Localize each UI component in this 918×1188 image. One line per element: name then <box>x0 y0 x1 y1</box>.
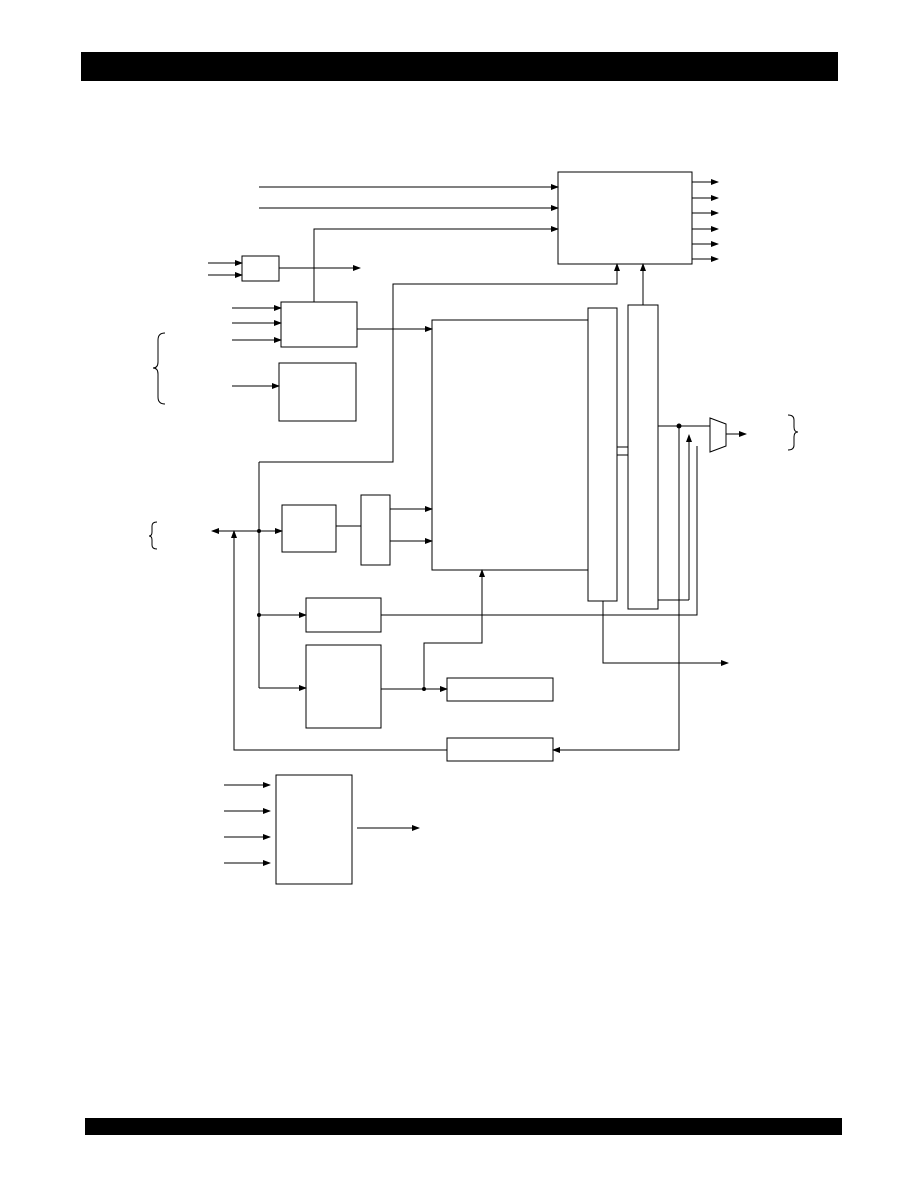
output-register-block <box>627 304 659 610</box>
input-buffer-block <box>305 597 382 633</box>
left-brace-upper <box>152 332 166 405</box>
address-decoder-block <box>360 494 391 566</box>
memory-array-block <box>431 319 589 571</box>
output-control-block <box>557 171 693 265</box>
burst-counter-block <box>305 644 382 729</box>
data-in-register-block <box>446 737 554 762</box>
control-logic-block <box>280 301 358 348</box>
sense-amp-block <box>587 307 618 602</box>
mode-register-block <box>278 362 357 422</box>
jtag-block <box>275 774 353 885</box>
left-brace-lower <box>148 521 158 550</box>
address-register-block <box>281 504 337 553</box>
header-bar <box>81 52 838 81</box>
output-mux <box>709 417 727 453</box>
small-gate-block <box>241 255 280 282</box>
right-brace <box>787 414 799 451</box>
footer-bar <box>85 1118 842 1135</box>
write-driver-block <box>446 677 554 702</box>
